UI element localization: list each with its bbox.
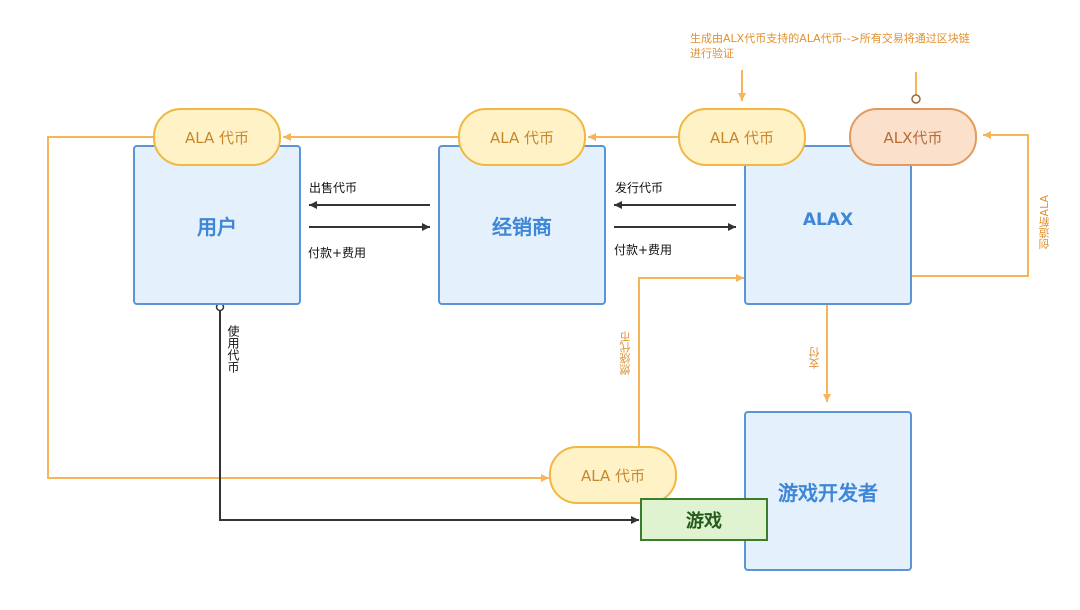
token-ala-alax-label: ALA 代币	[710, 128, 774, 147]
node-alax-label: ALAX	[802, 210, 854, 230]
flow-burn-tokens	[638, 274, 744, 447]
token-alx: ALX代币	[849, 108, 977, 166]
node-user-label: 用户	[197, 214, 237, 239]
node-game-developer: 游戏开发者	[744, 411, 912, 571]
node-alax: ALAX	[744, 145, 912, 305]
edge-label-sell-tokens: 出售代币	[309, 181, 358, 195]
node-user: 用户	[133, 145, 301, 305]
token-ala-alax: ALA 代币	[678, 108, 806, 166]
token-ala-dealer: ALA 代币	[458, 108, 586, 166]
node-dealer-label: 经销商	[492, 214, 552, 239]
arrow-use-tokens	[219, 306, 639, 524]
edge-label-payment-fee-2: 付款+费用	[614, 243, 673, 257]
flow-user-to-game	[47, 136, 549, 482]
token-ala-user-label: ALA 代币	[185, 128, 249, 147]
edge-label-issue-tokens: 发行代币	[615, 181, 664, 195]
node-game-label: 游戏	[686, 510, 722, 532]
edge-label-create-new-ala: 创造新ALA	[1038, 195, 1051, 250]
token-alx-label: ALX代币	[883, 128, 943, 147]
token-ala-game: ALA 代币	[549, 446, 677, 504]
token-ala-user: ALA 代币	[153, 108, 281, 166]
edge-label-burn-tokens: 燃烧代币	[619, 331, 632, 375]
token-ala-game-label: ALA 代币	[581, 466, 645, 485]
edge-label-pay: 支付	[808, 347, 821, 369]
node-game-developer-label: 游戏开发者	[778, 480, 878, 505]
node-dealer: 经销商	[438, 145, 606, 305]
edge-label-use-tokens: 使用代币	[226, 325, 240, 373]
blockchain-note: 生成由ALX代币支持的ALA代币-->所有交易将通过区块链进行验证	[690, 32, 970, 60]
token-ala-dealer-label: ALA 代币	[490, 128, 554, 147]
edge-label-payment-fee-1: 付款+费用	[308, 246, 367, 260]
alx-connector-dot	[911, 94, 921, 104]
node-game: 游戏	[640, 498, 768, 541]
